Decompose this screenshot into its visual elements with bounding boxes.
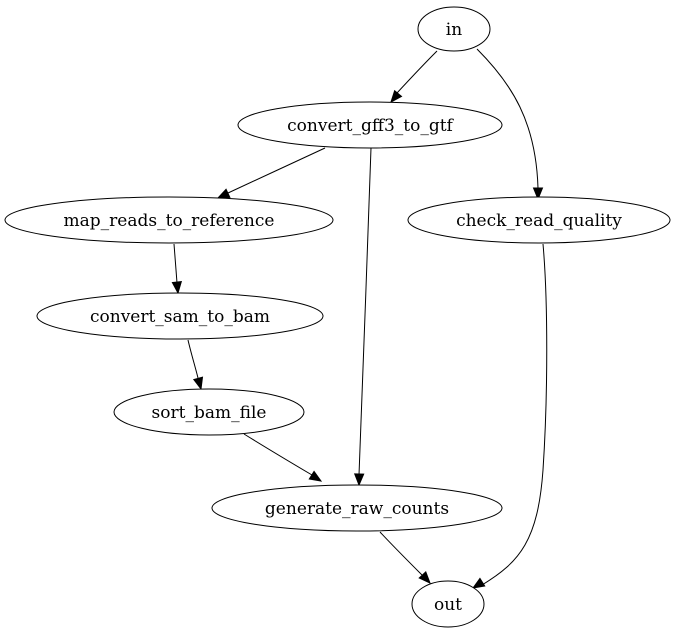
- edge-in-to-check_read_quality: [476, 48, 544, 201]
- nodes: in convert_gff3_to_gtf map_reads_to_refere…: [4, 6, 671, 628]
- edge-generate_raw_counts-to-out: [379, 531, 431, 584]
- edge-line: [396, 50, 438, 94]
- edge-line: [476, 48, 539, 189]
- arrowhead-icon: [308, 470, 323, 482]
- edge-line: [173, 243, 178, 284]
- node-label: out: [434, 595, 462, 615]
- node-in: in: [417, 6, 491, 52]
- edge-convert_gff3_to_gtf-to-map_reads_to_reference: [216, 147, 326, 199]
- node-convert-gff3-to-gtf: convert_gff3_to_gtf: [237, 101, 503, 149]
- arrowhead-icon: [216, 188, 231, 199]
- edge-line: [227, 147, 326, 194]
- arrowhead-icon: [532, 187, 544, 201]
- node-ellipse: [113, 388, 305, 436]
- node-ellipse: [36, 292, 324, 340]
- node-label: in: [446, 20, 462, 40]
- arrowhead-icon: [353, 473, 365, 487]
- edge-line: [379, 531, 423, 576]
- arrowhead-icon: [171, 281, 183, 295]
- node-convert-sam-to-bam: convert_sam_to_bam: [36, 292, 324, 340]
- node-sort-bam-file: sort_bam_file: [113, 388, 305, 436]
- node-label: map_reads_to_reference: [64, 211, 275, 231]
- node-label: generate_raw_counts: [265, 499, 449, 519]
- edges: [171, 48, 548, 589]
- edge-convert_gff3_to_gtf-to-generate_raw_counts: [353, 147, 372, 487]
- arrowhead-icon: [192, 376, 204, 391]
- arrowhead-icon: [418, 571, 431, 584]
- arrowhead-icon: [471, 577, 486, 589]
- node-out: out: [411, 580, 485, 628]
- node-ellipse: [407, 196, 671, 244]
- node-ellipse: [4, 196, 334, 244]
- node-check-read-quality: check_read_quality: [407, 196, 671, 244]
- edge-line: [481, 243, 548, 586]
- node-ellipse: [211, 484, 503, 532]
- node-label: convert_sam_to_bam: [90, 307, 270, 327]
- edge-line: [243, 433, 313, 476]
- edge-in-to-convert_gff3_to_gtf: [390, 50, 438, 104]
- node-label: sort_bam_file: [152, 403, 267, 423]
- edge-map_reads_to_reference-to-convert_sam_to_bam: [171, 243, 183, 295]
- node-ellipse: [411, 580, 485, 628]
- node-ellipse: [237, 101, 503, 149]
- edge-line: [187, 339, 199, 379]
- node-label: convert_gff3_to_gtf: [287, 116, 454, 136]
- edge-check_read_quality-to-out: [471, 243, 548, 589]
- node-label: check_read_quality: [456, 211, 622, 231]
- edge-sort_bam_file-to-generate_raw_counts: [243, 433, 323, 482]
- arrowhead-icon: [390, 89, 403, 104]
- node-ellipse: [417, 6, 491, 52]
- edge-line: [358, 147, 372, 476]
- node-map-reads-to-reference: map_reads_to_reference: [4, 196, 334, 244]
- node-generate-raw-counts: generate_raw_counts: [211, 484, 503, 532]
- edge-convert_sam_to_bam-to-sort_bam_file: [187, 339, 204, 391]
